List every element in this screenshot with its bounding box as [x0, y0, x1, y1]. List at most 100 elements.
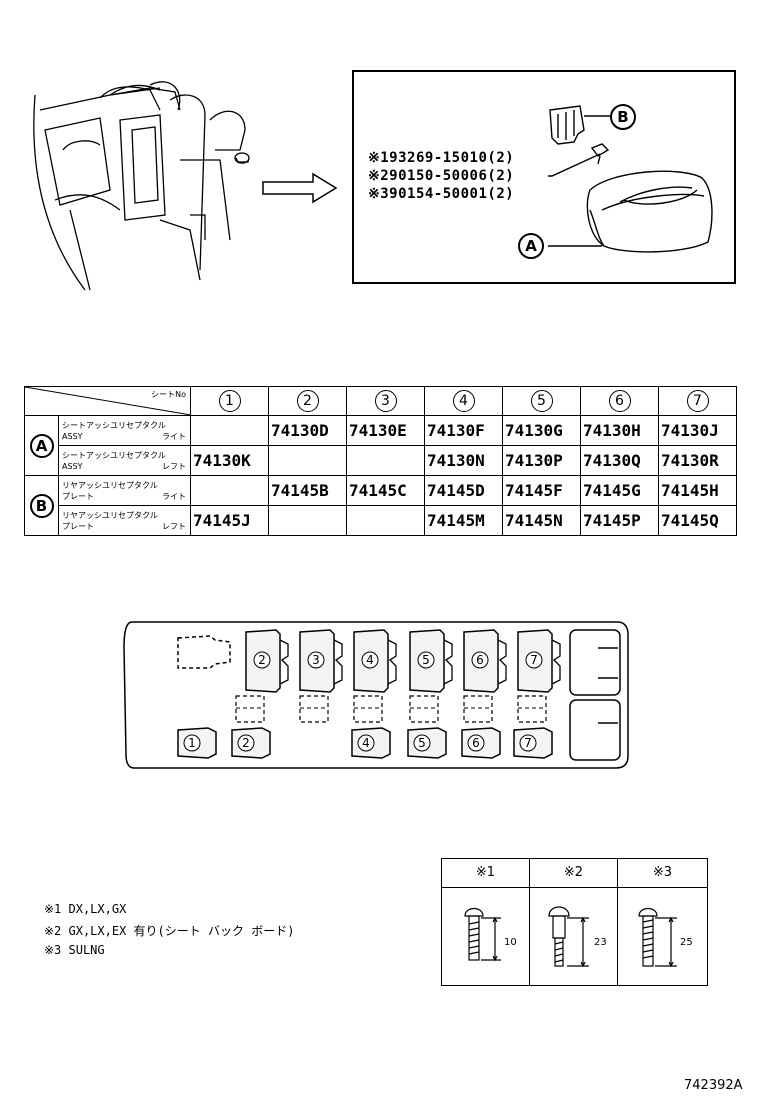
- part-number-cell: 74145H: [658, 475, 737, 506]
- seat-upper: 7: [517, 629, 561, 693]
- seat-number: 5: [422, 653, 430, 667]
- folding-seat: [463, 695, 493, 723]
- note-1: ※1 DX,LX,GX: [44, 902, 127, 916]
- seat-header: 5: [502, 386, 581, 416]
- seat-lower: 2: [231, 727, 271, 759]
- seat-layout-map: 2 3 4 5 6 7 1 2 4 5 6 7: [123, 621, 629, 769]
- screw-length: 25: [680, 937, 693, 948]
- upper-seat-row: 2 3 4 5 6 7: [245, 629, 561, 693]
- part-number-cell: 74145M: [424, 505, 503, 536]
- vehicle-interior-illustration: [33, 81, 250, 291]
- part-number-cell: [190, 475, 269, 506]
- part-number-cell: 74145C: [346, 475, 425, 506]
- label-a: A: [518, 233, 544, 259]
- part-number-cell: 74130K: [190, 445, 269, 476]
- lower-seat-row: 1 2 4 5 6 7: [177, 727, 553, 759]
- seat-number: 4: [366, 653, 374, 667]
- part-number-cell: 74145F: [502, 475, 581, 506]
- folding-seat: [409, 695, 439, 723]
- seat-header: 3: [346, 386, 425, 416]
- seat-number: 4: [362, 736, 370, 750]
- seat-number: 2: [242, 736, 250, 750]
- part-description: リヤアッシユリセプタクルプレートレフト: [58, 505, 191, 536]
- part-number-cell: [268, 445, 347, 476]
- detail-box: [352, 70, 736, 284]
- seat-header: 2: [268, 386, 347, 416]
- part-number-cell: 74145N: [502, 505, 581, 536]
- seat-lower: 7: [513, 727, 553, 759]
- folding-seat: [353, 695, 383, 723]
- part-description: リヤアッシユリセプタクルプレートライト: [58, 475, 191, 506]
- part-number-cell: 74145P: [580, 505, 659, 536]
- seat-lower: 1: [177, 727, 217, 759]
- seat-lower: 6: [461, 727, 501, 759]
- folding-seat: [517, 695, 547, 723]
- part-number-cell: 74130H: [580, 415, 659, 446]
- part-number-cell: 74145Q: [658, 505, 737, 536]
- seat-upper: 2: [245, 629, 289, 693]
- folding-seat-row: [235, 695, 547, 723]
- seat-upper: 4: [353, 629, 397, 693]
- part-number-cell: 74130Q: [580, 445, 659, 476]
- diagram-id: 742392A: [684, 1078, 743, 1093]
- screw-column: ※2 23: [530, 859, 618, 985]
- part-number-cell: [346, 505, 425, 536]
- group-label: B: [24, 475, 59, 536]
- screw-drawings: [464, 906, 677, 968]
- table-row: B リヤアッシユリセプタクルプレートライト 74145B 74145C 7414…: [24, 475, 737, 536]
- seat-header: 6: [580, 386, 659, 416]
- part-number-cell: 74130N: [424, 445, 503, 476]
- screw-mark: ※3: [618, 859, 707, 888]
- part-number-cell: 74130E: [346, 415, 425, 446]
- part-number-cell: 74130F: [424, 415, 503, 446]
- seat-number: 3: [312, 653, 320, 667]
- seat-number: 2: [258, 653, 266, 667]
- part-number-cell: 74130D: [268, 415, 347, 446]
- screw-mark: ※2: [530, 859, 617, 888]
- folding-seat: [299, 695, 329, 723]
- part-number-cell: [190, 415, 269, 446]
- part-line-2: ※290150-50006(2): [368, 168, 515, 184]
- part-number-cell: 74130R: [658, 445, 737, 476]
- seat-no-header: シートNo: [24, 386, 192, 416]
- screw-mark: ※1: [442, 859, 529, 888]
- receptacle-parts-illustration: [548, 105, 713, 253]
- seat-upper: 6: [463, 629, 507, 693]
- part-number-cell: [268, 505, 347, 536]
- part-number-cell: 74145D: [424, 475, 503, 506]
- seat-lower: 5: [407, 727, 447, 759]
- screw-length: 10: [504, 937, 517, 948]
- part-line-1: ※193269-15010(2): [368, 150, 515, 166]
- label-b: B: [610, 104, 636, 130]
- seat-number: 6: [476, 653, 484, 667]
- screw-spec-box: ※1 10 ※2 23 ※3 25: [441, 858, 708, 986]
- table-row: リヤアッシユリセプタクルプレートレフト 74145J 74145M 74145N…: [25, 505, 737, 536]
- part-number-cell: 74145J: [190, 505, 269, 536]
- seat-number: 6: [472, 736, 480, 750]
- seat-lower: 4: [351, 727, 391, 759]
- part-number-cell: 74130P: [502, 445, 581, 476]
- part-line-3: ※390154-50001(2): [368, 186, 515, 202]
- seat-header: 7: [658, 386, 737, 416]
- seat-header: 1: [190, 386, 269, 416]
- table-header-row: シートNo 1 2 3 4 5 6 7: [24, 386, 737, 416]
- screw-column: ※1 10: [442, 859, 530, 985]
- screw-column: ※3 25: [618, 859, 707, 985]
- folding-seat: [235, 695, 265, 723]
- part-number-cell: 74130J: [658, 415, 737, 446]
- part-number-cell: 74130G: [502, 415, 581, 446]
- seat-number: 1: [188, 736, 196, 750]
- seat-number: 7: [524, 736, 532, 750]
- screw-length: 23: [594, 937, 607, 948]
- note-2: ※2 GX,LX,EX 有り(シート バック ボード): [44, 924, 295, 938]
- part-number-cell: [346, 445, 425, 476]
- part-number-cell: 74145G: [580, 475, 659, 506]
- seat-upper: 5: [409, 629, 453, 693]
- seat-upper: 3: [299, 629, 343, 693]
- part-number-cell: 74145B: [268, 475, 347, 506]
